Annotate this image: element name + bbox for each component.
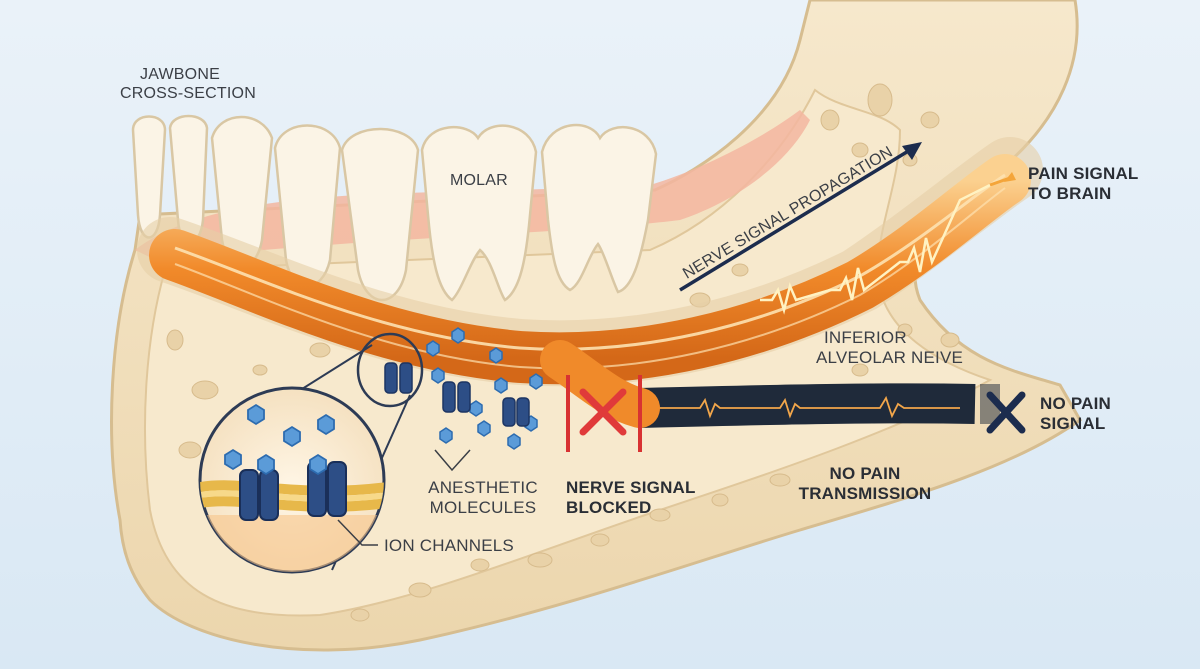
incisor-1 bbox=[131, 115, 167, 239]
block-marker bbox=[566, 375, 642, 452]
no-transmission-label: NO PAIN TRANSMISSION bbox=[798, 464, 932, 504]
no-pain-signal-label: NO PAIN SIGNAL bbox=[1040, 394, 1111, 434]
no-pain-x-icon bbox=[986, 391, 1026, 434]
pain-signal-label: PAIN SIGNAL TO BRAIN bbox=[1028, 164, 1139, 204]
jawbone-label: JAWBONE CROSS-SECTION bbox=[120, 66, 256, 102]
weak-signal-wave bbox=[650, 395, 960, 419]
ion-channels-on-nerve bbox=[384, 362, 530, 427]
molar-label: MOLAR bbox=[450, 172, 508, 189]
red-x-icon bbox=[579, 388, 627, 436]
propagation-arrow bbox=[679, 142, 922, 292]
anesthetic-label: ANESTHETIC MOLECULES bbox=[428, 478, 538, 518]
label-pointers bbox=[337, 449, 471, 546]
blocked-nerve bbox=[639, 383, 1000, 428]
bone-pores bbox=[166, 83, 960, 622]
nerve-bend bbox=[540, 340, 660, 428]
signal-blocked-label: NERVE SIGNAL BLOCKED bbox=[566, 478, 696, 518]
ion-channels-label: ION CHANNELS bbox=[384, 536, 514, 555]
pain-signal-wave bbox=[760, 183, 991, 315]
molar-2 bbox=[540, 123, 658, 294]
inferior-alveolar-label: INFERIOR ALVEOLAR NEIVE bbox=[816, 328, 964, 368]
anesthetic-molecules bbox=[426, 327, 543, 450]
molar-tooth bbox=[420, 124, 538, 302]
teeth bbox=[131, 114, 658, 302]
